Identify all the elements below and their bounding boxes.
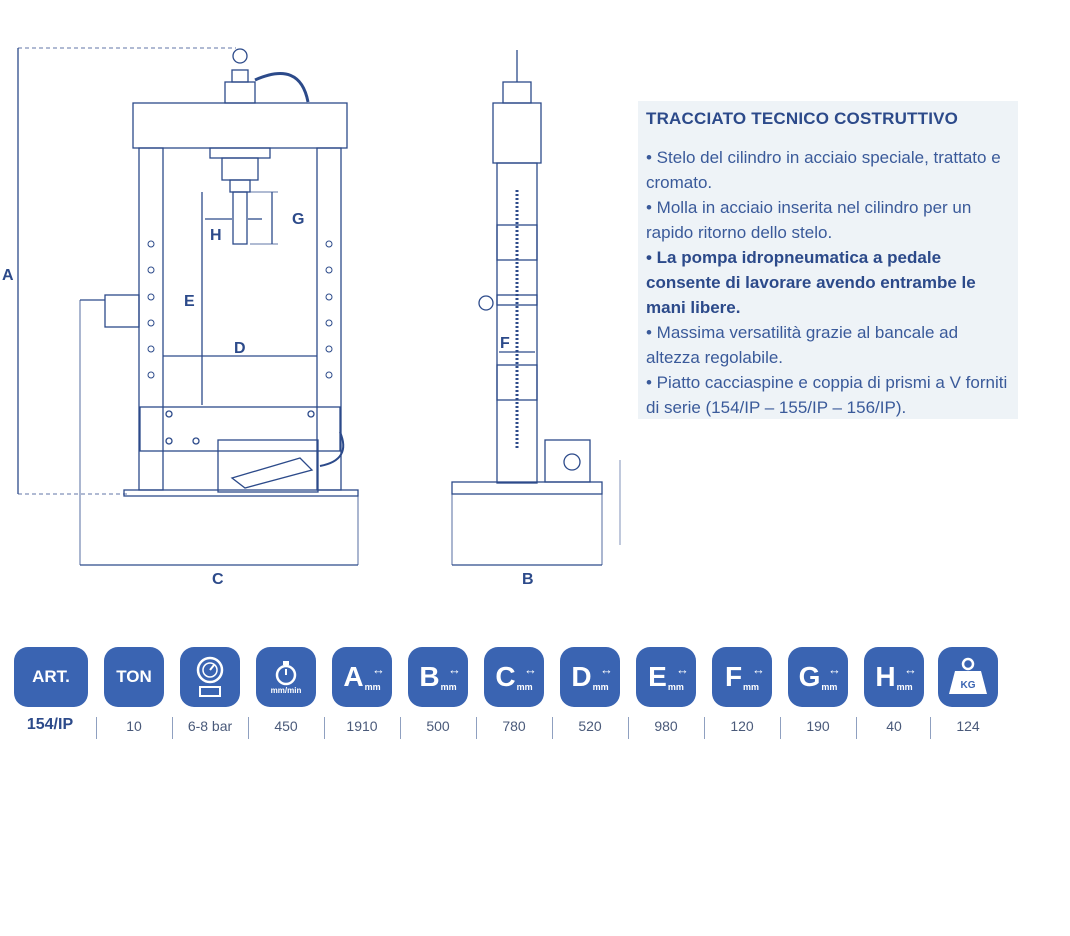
label-b: B (522, 571, 534, 588)
ton-badge: TON (104, 647, 164, 707)
label-a: A (2, 267, 14, 284)
divider (856, 717, 857, 739)
art-value: 154/IP (26, 716, 74, 733)
label-h: H (210, 227, 222, 244)
pressure-value: 6-8 bar (187, 718, 233, 734)
gauge-icon (180, 647, 240, 707)
panel-title: TRACCIATO TECNICO COSTRUTTIVO (646, 109, 959, 128)
a-value: 1910 (346, 718, 378, 734)
divider (552, 717, 553, 739)
g-value: 190 (806, 718, 830, 734)
kg-value: 124 (956, 718, 980, 734)
label-g: G (292, 211, 304, 228)
divider (400, 717, 401, 739)
ton-value: 10 (126, 718, 142, 734)
features-list: • Stelo del cilindro in acciaio speciale… (646, 145, 1011, 420)
spec-speed: mm/min 450 (256, 645, 332, 745)
spec-ton: TON 10 (104, 645, 180, 745)
divider (324, 717, 325, 739)
e-value: 980 (654, 718, 678, 734)
feature-item: • Piatto cacciaspine e coppia di prismi … (646, 373, 1008, 417)
divider (628, 717, 629, 739)
divider (96, 717, 97, 739)
spec-kg: KG 124 (938, 645, 1014, 745)
spec-art: ART. 154/IP (12, 645, 88, 745)
stopwatch-icon: mm/min (256, 647, 316, 707)
feature-item: • Massima versatilità grazie al bancale … (646, 323, 959, 367)
divider (780, 717, 781, 739)
weight-icon: KG (938, 647, 998, 707)
divider (476, 717, 477, 739)
h-value: 40 (886, 718, 902, 734)
feature-item: • Molla in acciaio inserita nel cilindro… (646, 198, 972, 242)
c-value: 780 (502, 718, 526, 734)
spec-pressure: 6-8 bar (180, 645, 256, 745)
f-value: 120 (730, 718, 754, 734)
b-value: 500 (426, 718, 450, 734)
d-value: 520 (578, 718, 602, 734)
technical-drawing: A C B D E F G H (2, 47, 621, 588)
label-c: C (212, 571, 224, 588)
label-f: F (500, 335, 510, 352)
divider (704, 717, 705, 739)
feature-item: • Stelo del cilindro in acciaio speciale… (646, 148, 1001, 192)
label-d: D (234, 340, 246, 357)
feature-item: • La pompa idropneumatica a pedale conse… (646, 248, 976, 317)
label-e: E (184, 293, 195, 310)
features-panel: TRACCIATO TECNICO COSTRUTTIVO • Stelo de… (638, 101, 1018, 419)
divider (248, 717, 249, 739)
speed-value: 450 (274, 718, 298, 734)
art-badge: ART. (14, 647, 88, 707)
divider (172, 717, 173, 739)
divider (930, 717, 931, 739)
